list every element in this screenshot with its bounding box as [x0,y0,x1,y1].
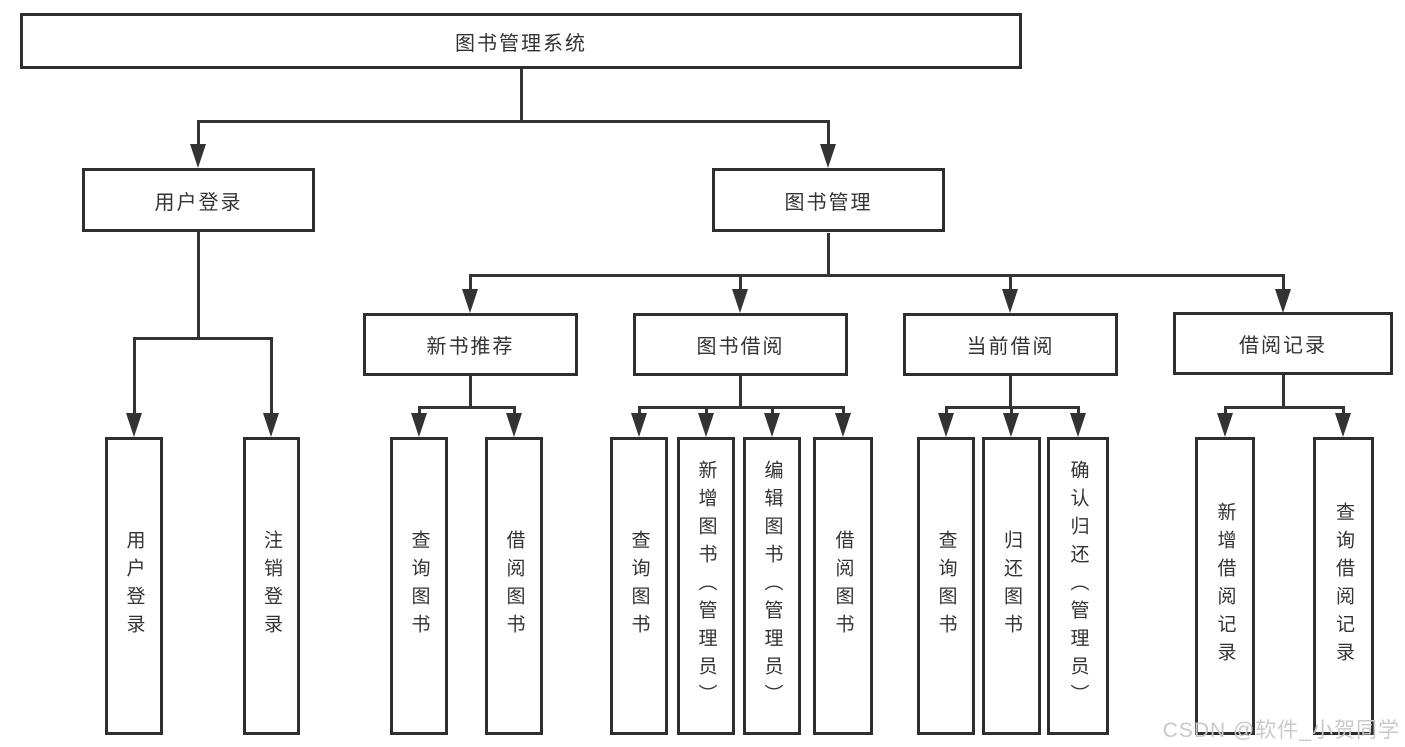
connector-branch [417,406,516,409]
arrow-down-icon [462,289,478,313]
connector-drop [468,274,472,293]
connector-stem [468,376,472,406]
leaf-return-books: 归还图书 [982,437,1041,735]
leaf-borrow-books-2-label: 借阅图书 [832,530,854,642]
leaf-confirm-return-admin-label: 确认归还（管理员） [1067,460,1089,712]
leaf-edit-books-admin: 编辑图书（管理员） [743,437,801,735]
arrow-down-icon [820,144,836,168]
node-book-management: 图书管理 [712,168,945,232]
connector-drop [1008,274,1012,293]
arrow-down-icon [938,413,954,437]
leaf-query-books-3-label: 查询图书 [935,530,957,642]
connector-drop [1076,406,1080,417]
connector-drop [738,274,742,293]
node-current-borrowing: 当前借阅 [903,313,1118,376]
connector-branch [1223,406,1345,409]
leaf-query-books-2: 查询图书 [610,437,668,735]
arrow-down-icon [411,413,427,437]
connector-branch [132,337,273,340]
leaf-borrow-books-2: 借阅图书 [813,437,873,735]
node-root-label: 图书管理系统 [455,32,587,55]
arrow-down-icon [698,413,714,437]
leaf-query-books-3: 查询图书 [917,437,975,735]
connector-drop [826,120,830,148]
connector-drop [841,406,845,417]
leaf-add-books-admin: 新增图书（管理员） [677,437,735,735]
node-book-management-label: 图书管理 [784,191,873,214]
connector-branch [637,406,845,409]
arrow-down-icon [1070,413,1086,437]
connector-drop [1341,406,1345,417]
connector-stem [738,376,742,406]
node-book-borrowing-label: 图书借阅 [696,336,785,358]
leaf-add-books-admin-label: 新增图书（管理员） [695,460,717,712]
node-new-book-recommend: 新书推荐 [363,313,578,376]
leaf-borrow-books-1-label: 借阅图书 [503,530,525,642]
connector-stem [519,69,523,120]
connector-drop [637,406,641,417]
connector-drop [132,337,136,417]
connector-branch [468,274,1285,277]
leaf-logout-label: 注销登录 [261,530,282,642]
arrow-down-icon [1335,413,1351,437]
leaf-logout: 注销登录 [243,437,300,735]
leaf-return-books-label: 归还图书 [1001,530,1022,642]
node-user-login: 用户登录 [82,168,315,232]
leaf-user-login-label: 用户登录 [123,530,145,642]
arrow-down-icon [835,413,851,437]
connector-drop [1009,406,1013,417]
node-current-borrowing-label: 当前借阅 [966,336,1055,358]
leaf-edit-books-admin-label: 编辑图书（管理员） [761,460,783,712]
arrow-down-icon [263,413,279,437]
connector-stem [196,232,200,337]
node-new-book-recommend-label: 新书推荐 [426,336,515,358]
connector-stem [1008,376,1012,406]
arrow-down-icon [1217,413,1233,437]
arrow-down-icon [732,289,748,313]
connector-drop [1281,274,1285,293]
arrow-down-icon [506,413,522,437]
arrow-down-icon [126,413,142,437]
arrow-down-icon [764,413,780,437]
connector-drop [269,337,273,417]
leaf-query-books-1-label: 查询图书 [408,530,430,642]
leaf-query-books-2-label: 查询图书 [628,530,650,642]
leaf-add-borrow-record: 新增借阅记录 [1195,437,1255,735]
node-root: 图书管理系统 [20,13,1022,69]
connector-drop [512,406,516,417]
leaf-query-borrow-record: 查询借阅记录 [1313,437,1374,735]
connector-branch [196,120,830,123]
arrow-down-icon [631,413,647,437]
leaf-borrow-books-1: 借阅图书 [485,437,543,735]
connector-drop [417,406,421,417]
connector-drop [944,406,948,417]
arrow-down-icon [1002,289,1018,313]
node-book-borrowing: 图书借阅 [633,313,848,376]
node-borrow-records: 借阅记录 [1173,312,1393,375]
leaf-confirm-return-admin: 确认归还（管理员） [1047,437,1109,735]
leaf-user-login: 用户登录 [105,437,163,735]
connector-drop [196,120,200,148]
leaf-add-borrow-record-label: 新增借阅记录 [1214,502,1236,670]
arrow-down-icon [1003,413,1019,437]
connector-stem [1281,375,1285,406]
leaf-query-books-1: 查询图书 [390,437,448,735]
connector-drop [1223,406,1227,417]
connector-drop [704,406,708,417]
csdn-watermark: CSDN @软件_小贺同学 [1162,719,1400,742]
node-user-login-label: 用户登录 [154,191,243,214]
connector-drop [770,406,774,417]
arrow-down-icon [1275,289,1291,313]
node-borrow-records-label: 借阅记录 [1239,335,1327,357]
arrow-down-icon [190,144,206,168]
leaf-query-borrow-record-label: 查询借阅记录 [1333,502,1354,670]
connector-stem [826,233,830,274]
